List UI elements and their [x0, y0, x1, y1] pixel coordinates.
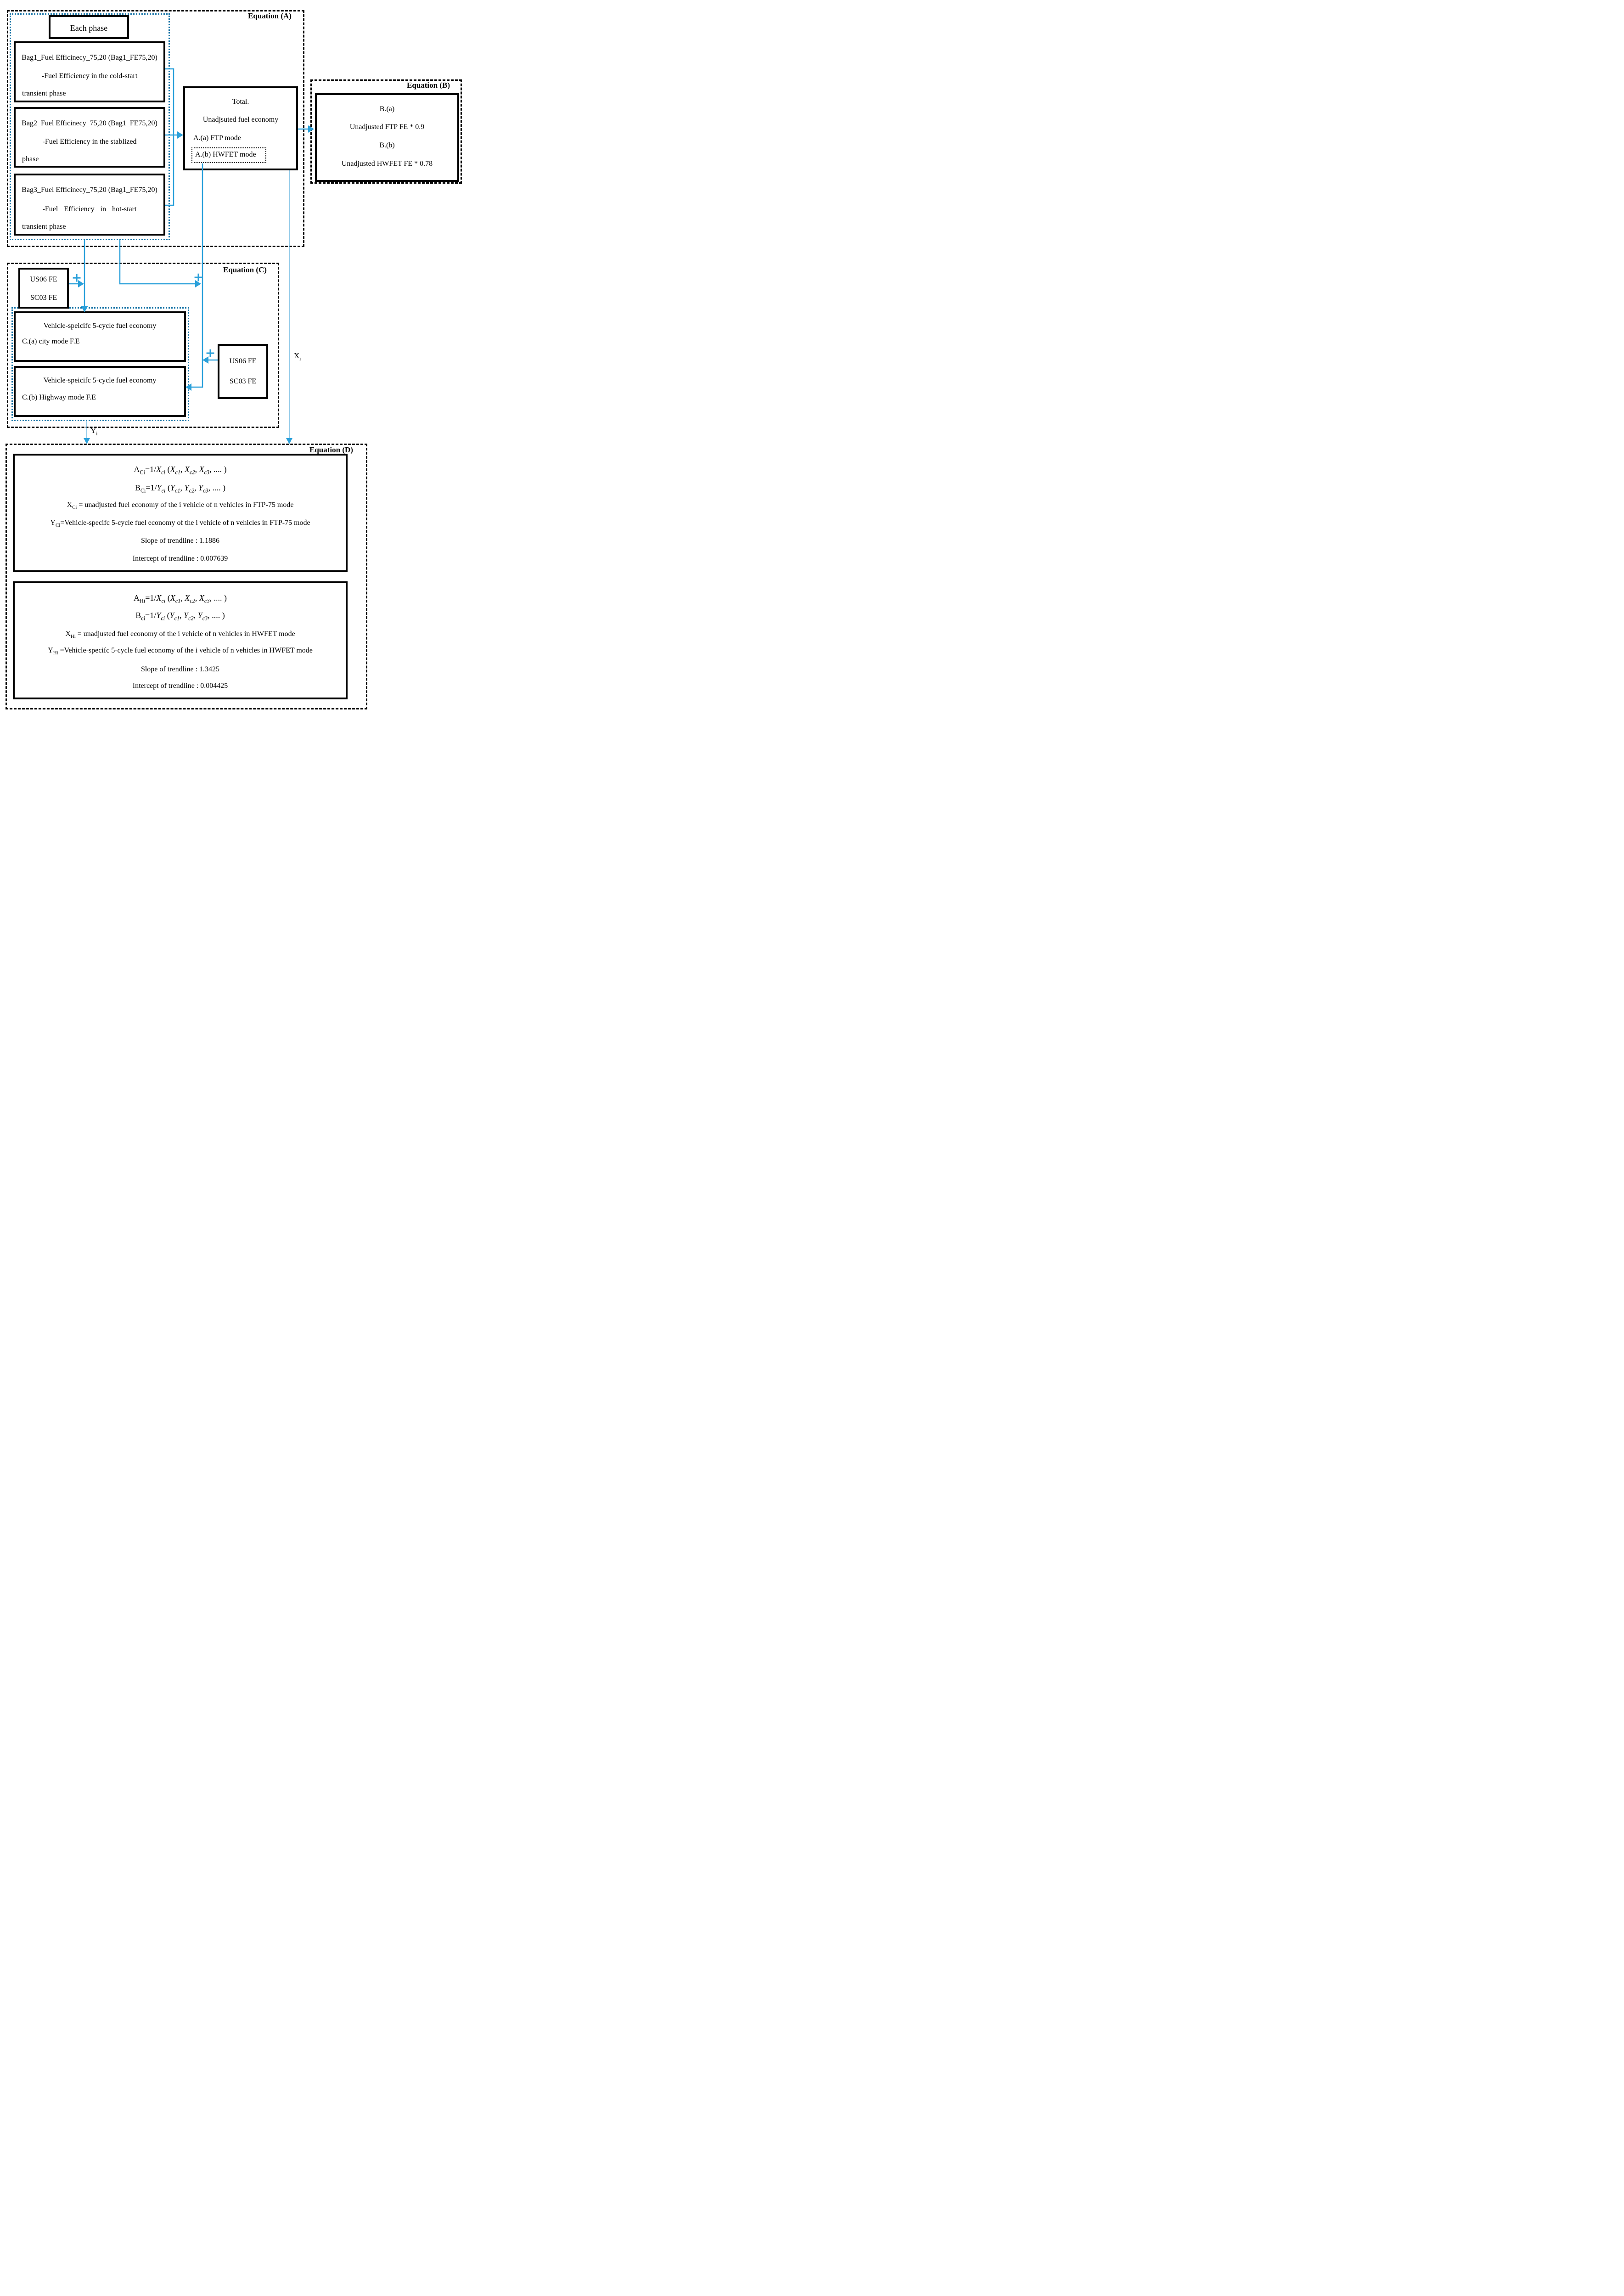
yi-flow-label: Yi	[90, 426, 98, 437]
each-phase-box: Each phase	[49, 15, 129, 39]
bag3-desc: -Fuel Efficiency in hot-start	[42, 205, 137, 213]
us06-sc03-box-right: US06 FE SC03 FE	[218, 344, 268, 399]
b-a-label: B.(a)	[379, 105, 395, 113]
total-subtitle: Unadjsuted fuel economy	[202, 116, 279, 124]
bag1-title: Bag1_Fuel Efficinecy_75,20 (Bag1_FE75,20…	[22, 54, 157, 62]
b-b-label: B.(b)	[379, 141, 395, 149]
five-cycle-group	[11, 307, 189, 421]
highway-mode-desc: C.(b) Highway mode F.E	[22, 394, 96, 401]
total-ftp-mode: A.(a) FTP mode	[193, 134, 241, 142]
hwfet-trendline-box: AHi=1/Xci (Xc1, Xc2, Xc3, .... ) Bci=1/Y…	[13, 581, 348, 699]
equation-c-label: Equation (C)	[223, 265, 267, 274]
ftp-eq-aci: ACi=1/Xci (Xc1, Xc2, Xc3, .... )	[134, 465, 227, 476]
bag2-desc: -Fuel Efficiency in the stablized	[42, 138, 137, 146]
bag3-desc2: transient phase	[22, 223, 66, 231]
b-b-formula: Unadjusted HWFET FE * 0.78	[341, 160, 433, 168]
equation-b-label: Equation (B)	[407, 81, 450, 90]
b-a-formula: Unadjusted FTP FE * 0.9	[349, 123, 425, 131]
xi-flow-label: Xi	[294, 351, 301, 362]
sc03-fe-label: SC03 FE	[30, 294, 57, 302]
bag1-desc2: transient phase	[22, 90, 66, 97]
ftp-eq-bci: BCi=1/Yci (Yc1, Yc2, Yc3, .... )	[135, 483, 226, 494]
hwfet-yhi-desc: YHi =Vehicle-specifc 5-cycle fuel econom…	[48, 647, 313, 656]
ftp-yci-desc: YCi=Vehicle-specifc 5-cycle fuel economy…	[50, 519, 310, 529]
city-mode-title: Vehicle-speicifc 5-cycle fuel economy	[43, 322, 157, 330]
bag2-desc2: phase	[22, 155, 39, 163]
sc03-fe-label-2: SC03 FE	[229, 377, 257, 385]
total-hwfet-mode: A.(b) HWFET mode	[195, 151, 256, 158]
bag3-box: Bag3_Fuel Efficinecy_75,20 (Bag1_FE75,20…	[14, 174, 165, 236]
us06-sc03-box-top: US06 FE SC03 FE	[18, 268, 69, 309]
hwfet-eq-bci: Bci=1/Yci (Yc1, Yc2, Yc3, .... )	[135, 611, 225, 622]
bag1-box: Bag1_Fuel Efficinecy_75,20 (Bag1_FE75,20…	[14, 41, 165, 102]
bag2-box: Bag2_Fuel Efficinecy_75,20 (Bag1_FE75,20…	[14, 107, 165, 168]
each-phase-title: Each phase	[70, 23, 108, 33]
hwfet-xhi-desc: XHi = unadjusted fuel economy of the i v…	[65, 630, 295, 640]
total-hwfet-mode-box: A.(b) HWFET mode	[191, 147, 266, 163]
city-mode-desc: C.(a) city mode F.E	[22, 338, 80, 345]
hwfet-slope: Slope of trendline : 1.3425	[140, 665, 220, 673]
highway-mode-box: Vehicle-speicifc 5-cycle fuel economy C.…	[14, 366, 186, 417]
us06-fe-label: US06 FE	[30, 276, 57, 283]
bag2-title: Bag2_Fuel Efficinecy_75,20 (Bag1_FE75,20…	[22, 119, 157, 127]
city-mode-box: Vehicle-speicifc 5-cycle fuel economy C.…	[14, 311, 186, 362]
equation-d-label: Equation (D)	[309, 445, 353, 454]
ftp-trendline-box: ACi=1/Xci (Xc1, Xc2, Xc3, .... ) BCi=1/Y…	[13, 454, 348, 572]
hwfet-eq-ahi: AHi=1/Xci (Xc1, Xc2, Xc3, .... )	[134, 593, 227, 604]
us06-fe-label-2: US06 FE	[229, 357, 257, 365]
bag1-desc: -Fuel Efficiency in the cold-start	[41, 72, 138, 80]
equation-a-label: Equation (A)	[248, 11, 292, 20]
bag3-title: Bag3_Fuel Efficinecy_75,20 (Bag1_FE75,20…	[22, 186, 157, 194]
total-box: Total. Unadjsuted fuel economy A.(a) FTP…	[183, 86, 298, 170]
equation-b-box: B.(a) Unadjusted FTP FE * 0.9 B.(b) Unad…	[315, 93, 459, 182]
diagram-canvas: Equation (A) Each phase Bag1_Fuel Effici…	[0, 0, 465, 711]
ftp-xci-desc: XCi = unadjusted fuel economy of the i v…	[67, 501, 294, 511]
plus-sign-junction: +	[193, 270, 204, 285]
plus-sign-us06-top: +	[71, 270, 82, 285]
hwfet-intercept: Intercept of trendline : 0.004425	[132, 682, 228, 690]
equation-d-frame	[6, 444, 367, 709]
ftp-intercept: Intercept of trendline : 0.007639	[132, 555, 228, 563]
plus-sign-us06-right: +	[205, 346, 216, 360]
ftp-slope: Slope of trendline : 1.1886	[140, 537, 220, 545]
highway-mode-title: Vehicle-speicifc 5-cycle fuel economy	[43, 377, 157, 384]
total-title: Total.	[232, 98, 249, 106]
